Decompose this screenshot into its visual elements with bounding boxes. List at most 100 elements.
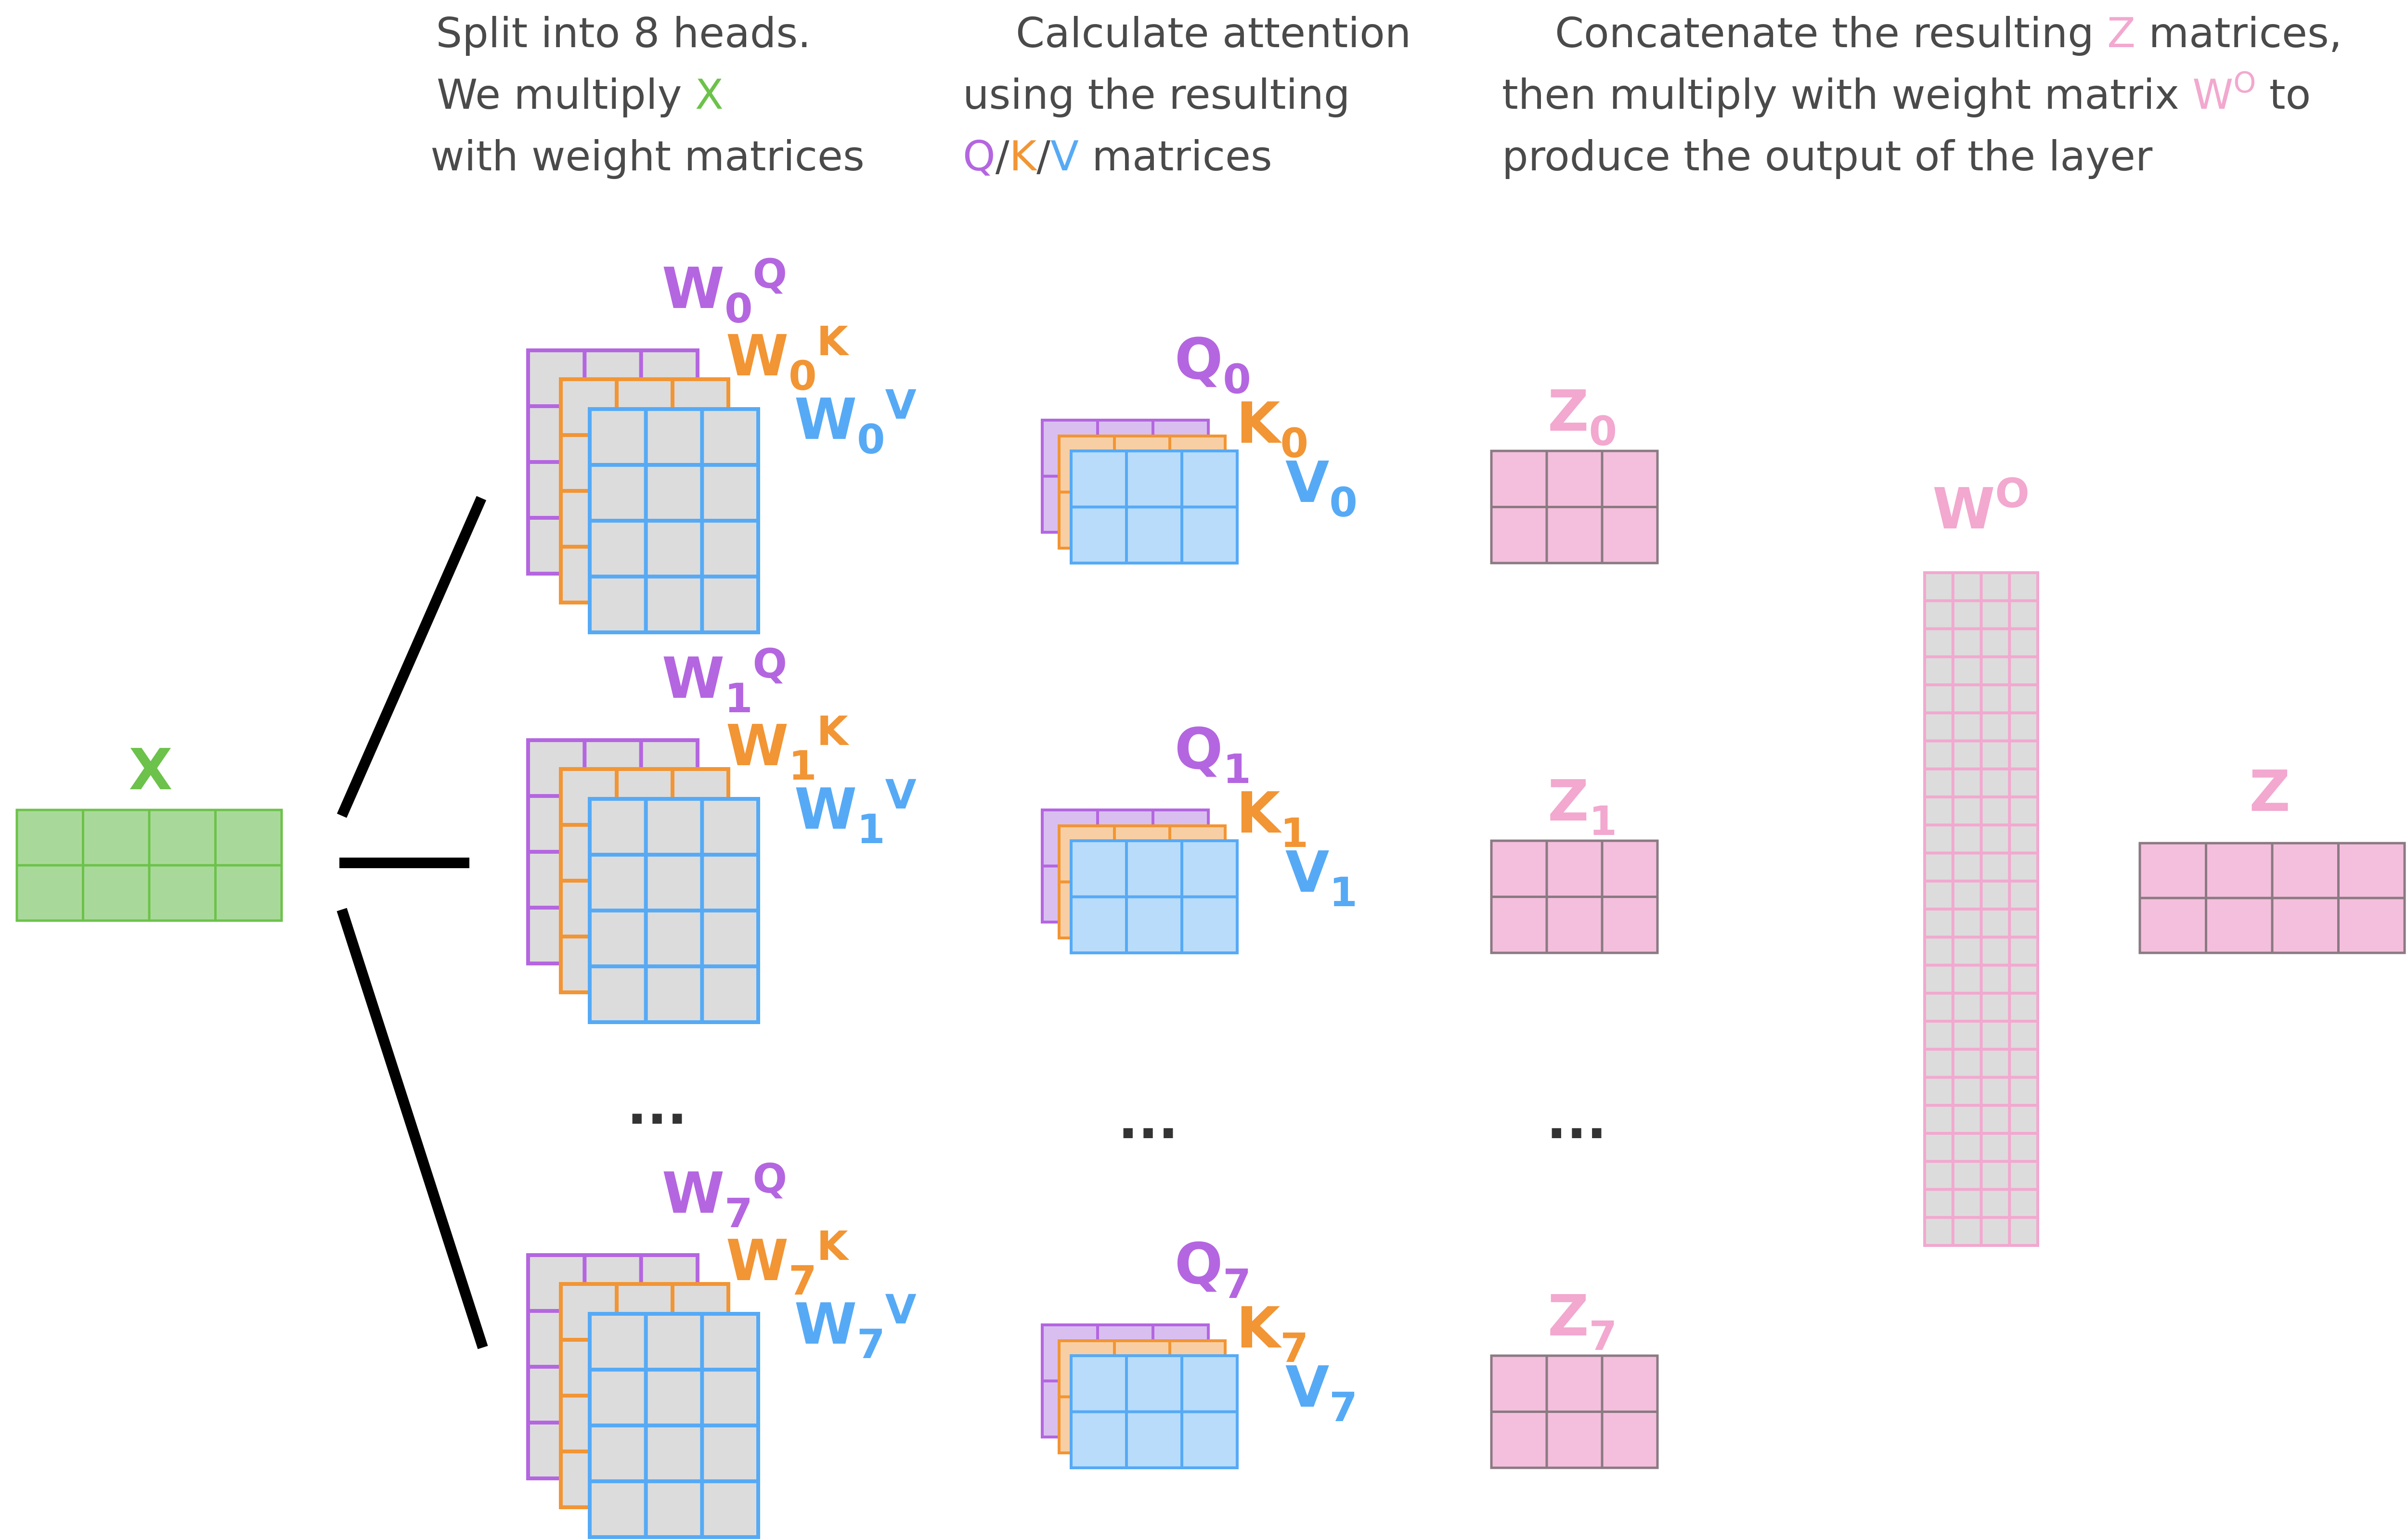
- q-label-sub: 7: [1223, 1260, 1251, 1308]
- wq-label-base: W: [662, 255, 725, 321]
- wk-label-base: W: [726, 1227, 789, 1294]
- wk-label-sub: 7: [789, 1257, 816, 1304]
- z-head-label-base: Z: [1548, 768, 1589, 834]
- ellipsis-z: ...: [1546, 1089, 1606, 1151]
- q-label-base: Q: [1175, 716, 1223, 782]
- caption-concat-line2-suffix: to: [2256, 71, 2311, 119]
- wv-label-sup: V: [885, 771, 917, 818]
- z-head-label-sub: 7: [1589, 1312, 1617, 1360]
- wk-label: W0K: [726, 318, 850, 399]
- split-line-bottom: [336, 908, 488, 1349]
- wv-label: W1V: [794, 771, 917, 853]
- z-head-label-sub: 1: [1589, 797, 1617, 845]
- wo-label-main: W: [1932, 475, 1995, 542]
- wv-matrix: [588, 1312, 760, 1539]
- caption-split-line1: Split into 8 heads.: [436, 9, 811, 57]
- wk-label-base: W: [726, 322, 789, 389]
- v-label-base: V: [1285, 1354, 1329, 1420]
- caption-attention-k: K: [1009, 132, 1038, 180]
- wq-label-base: W: [662, 645, 725, 711]
- caption-concat-line1: Concatenate the resulting: [1555, 9, 2107, 57]
- wk-label-sub: 0: [789, 352, 816, 399]
- svg-text:produce the output of the laye: produce the output of the layer: [1502, 132, 2153, 180]
- wo-matrix: [1923, 571, 2039, 1247]
- z-head-label: Z1: [1548, 768, 1617, 845]
- wv-label: W0V: [794, 381, 917, 463]
- v-label: V1: [1285, 839, 1358, 916]
- k-label-sub: 1: [1280, 809, 1308, 857]
- input-x-label: X: [129, 736, 173, 803]
- wq-label-sub: 7: [725, 1190, 752, 1237]
- output-z-matrix: [2138, 842, 2406, 954]
- split-line-top: [336, 496, 487, 818]
- wv-label-base: W: [794, 1291, 857, 1357]
- caption-split-line3: with weight matrices: [430, 132, 865, 180]
- wv-label-sub: 0: [857, 416, 885, 463]
- k-label-sub: 7: [1280, 1324, 1308, 1372]
- x-grid: [15, 808, 283, 922]
- k-label-base: K: [1236, 1295, 1282, 1361]
- wk-label-base: W: [726, 712, 789, 779]
- z-head-label-base: Z: [1548, 1283, 1589, 1349]
- svg-text:Calculate attention: Calculate attention: [1016, 9, 1411, 57]
- ellipsis-weights: ...: [627, 1075, 687, 1136]
- q-label: Q1: [1175, 716, 1251, 793]
- split-lines: [336, 496, 488, 1349]
- wv-matrix: [588, 797, 760, 1024]
- wq-label-base: W: [662, 1160, 725, 1226]
- svg-text:using the resulting: using the resulting: [963, 71, 1350, 119]
- wq-label: W7Q: [662, 1155, 787, 1237]
- wq-label-sup: Q: [753, 250, 787, 297]
- wv-label-sub: 7: [857, 1321, 885, 1368]
- caption-split: Split into 8 heads. We multiply X with w…: [430, 9, 865, 180]
- caption-concat-wo: W: [2192, 71, 2233, 119]
- wo-grid: [1923, 571, 2039, 1247]
- z-head-matrix: [1490, 449, 1659, 565]
- k-label: K7: [1236, 1295, 1308, 1372]
- k-label: K1: [1236, 780, 1308, 857]
- wv-label-base: W: [794, 386, 857, 452]
- v-label-sub: 1: [1329, 869, 1357, 916]
- z-head-label-sub: 0: [1589, 408, 1617, 455]
- wv-label: W7V: [794, 1286, 917, 1368]
- wv-label-sub: 1: [857, 806, 885, 853]
- wk-label-sup: K: [817, 318, 850, 365]
- wq-label-sup: Q: [753, 640, 787, 687]
- wo-label-sup: O: [1995, 470, 2029, 517]
- svg-text:Concatenate the resulting Z ma: Concatenate the resulting Z matrices,: [1555, 9, 2342, 57]
- v-label-sub: 0: [1329, 479, 1357, 526]
- q-label-sub: 0: [1223, 356, 1251, 403]
- caption-concat-line1-suffix: matrices,: [2135, 9, 2342, 57]
- wv-label-sup: V: [885, 1286, 917, 1333]
- caption-attention: Calculate attention using the resulting …: [963, 9, 1411, 180]
- wv-label-sup: V: [885, 381, 917, 428]
- wv-label-base: W: [794, 776, 857, 842]
- caption-attention-sep1: /: [996, 132, 1009, 180]
- caption-attention-rest: matrices: [1079, 132, 1272, 180]
- caption-attention-q: Q: [963, 132, 996, 180]
- v-matrix: [1070, 839, 1239, 954]
- k-label-base: K: [1236, 780, 1282, 846]
- v-matrix: [1070, 1354, 1239, 1469]
- z-output-grid: [2138, 842, 2406, 954]
- wo-label: WO: [1932, 470, 2030, 542]
- wq-label-sup: Q: [753, 1155, 787, 1202]
- caption-concat-line2: then multiply with weight matrix: [1502, 71, 2192, 119]
- k-label: K0: [1236, 390, 1308, 467]
- wk-label: W1K: [726, 707, 850, 789]
- caption-attention-v: V: [1050, 132, 1079, 180]
- caption-concat-line3: produce the output of the layer: [1502, 132, 2153, 180]
- z-head-label-base: Z: [1548, 378, 1589, 444]
- z-head-matrix: [1490, 839, 1659, 954]
- caption-split-line2: We multiply: [437, 71, 695, 119]
- v-label-sub: 7: [1329, 1384, 1357, 1431]
- caption-concat-wo-sup: O: [2233, 66, 2256, 100]
- svg-text:then multiply with weight matr: then multiply with weight matrix WO to: [1502, 66, 2311, 119]
- wq-label: W0Q: [662, 250, 787, 332]
- attention-heads: W0QW0KW0VQ0K0V0Z0W1QW1KW1VQ1K1V1Z1W7QW7K…: [526, 250, 1659, 1539]
- input-x-matrix: [15, 808, 283, 922]
